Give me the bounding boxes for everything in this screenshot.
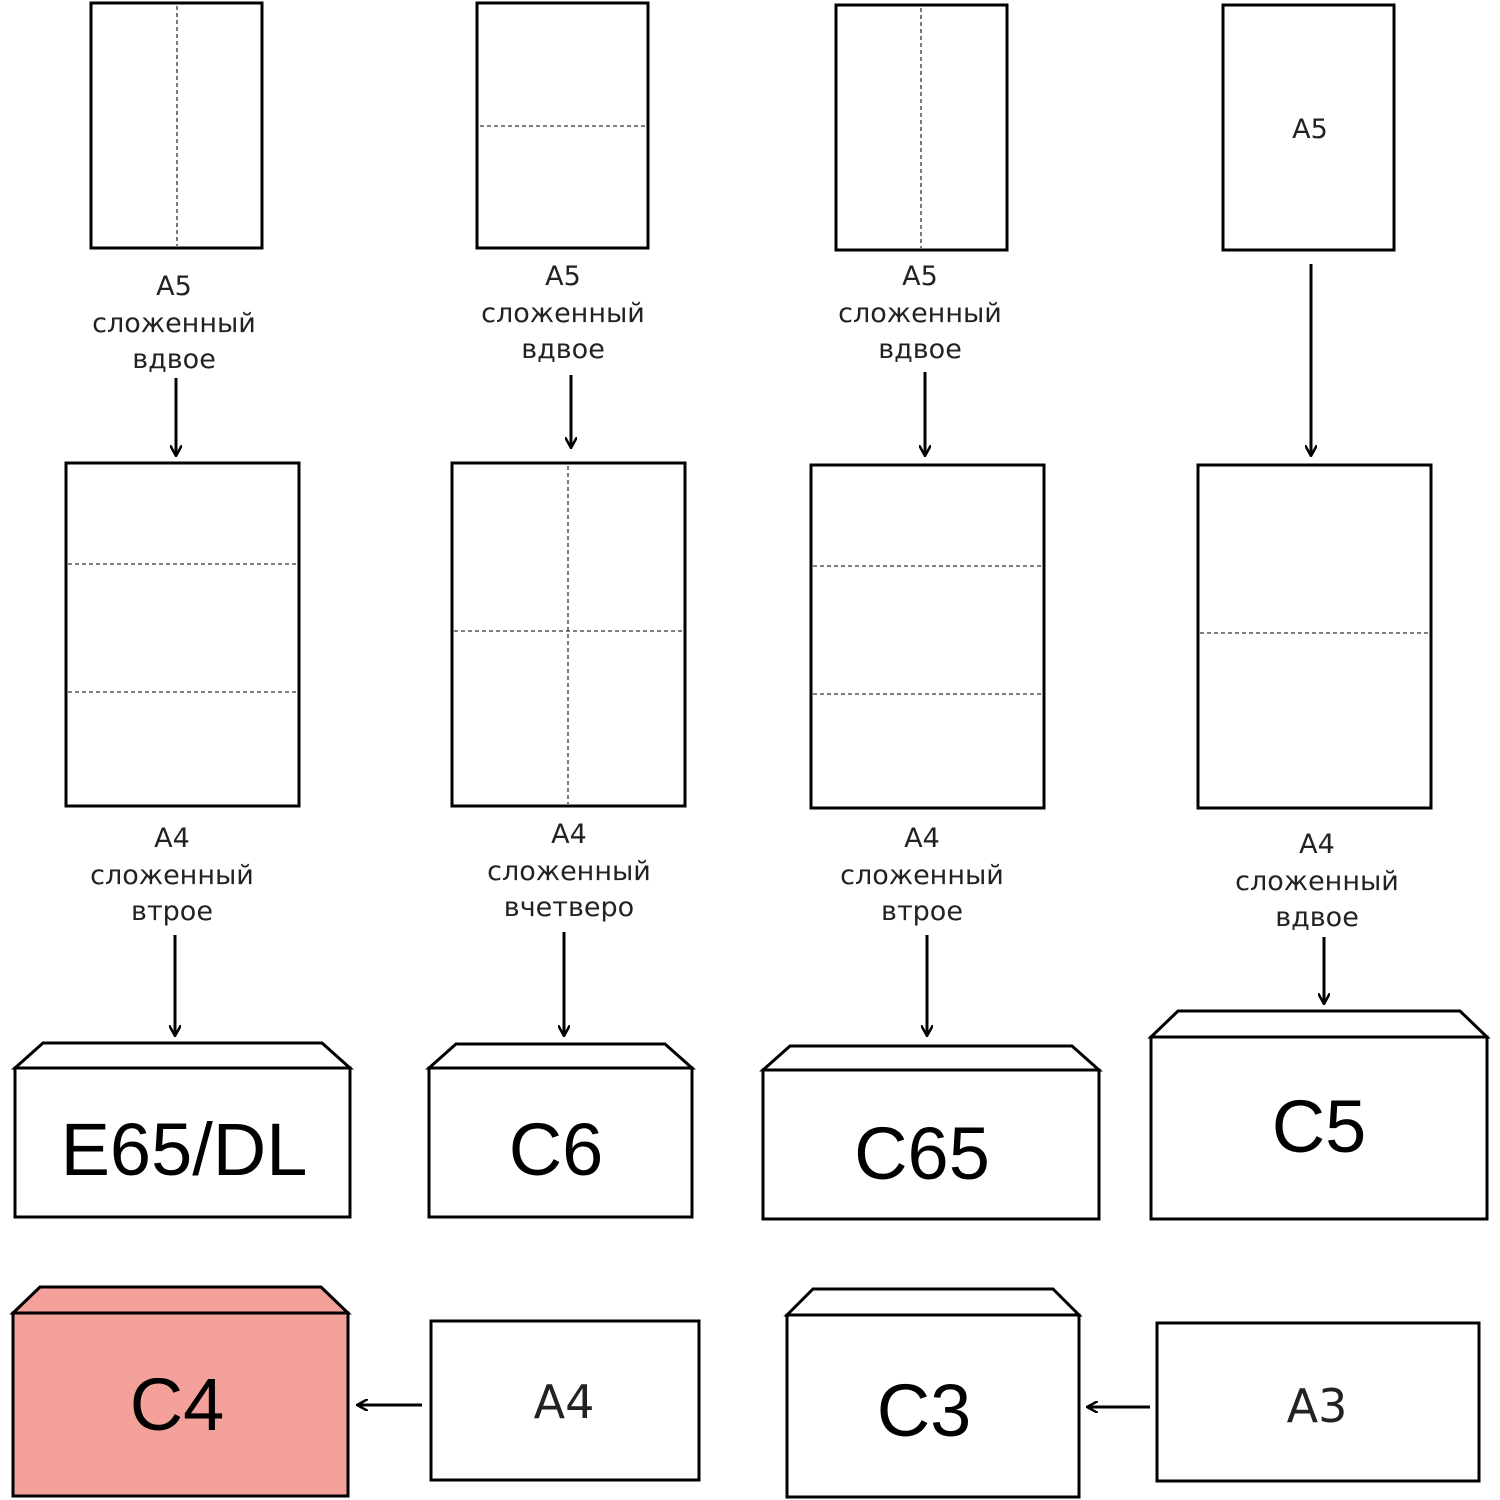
middle-caption-line-3: вдвое [1275, 902, 1359, 933]
envelope-body [1149, 1035, 1489, 1221]
middle-caption-line-1: A4 [154, 823, 190, 854]
top-caption-line-1: A5 [156, 271, 192, 302]
a4-sheet [64, 461, 301, 808]
envelope-body [11, 1311, 350, 1498]
envelope-label: C65 [854, 1112, 990, 1195]
envelope-label: C6 [509, 1108, 604, 1191]
row-c4-a4: C4 A4 [9, 1285, 701, 1498]
envelope-label: C5 [1272, 1085, 1367, 1168]
envelope-flap [1147, 1009, 1491, 1039]
middle-caption-line-2: сложенный [840, 860, 1004, 891]
sheet-label: A4 [534, 1375, 595, 1429]
a3-sheet [1155, 1321, 1481, 1483]
middle-caption-line-1: A4 [551, 819, 587, 850]
column-e65-dl: A5 сложенный вдвое A4 сложенный втрое E6… [11, 1, 354, 1219]
envelope-flap [11, 1041, 354, 1070]
envelope-c5: C5 [1147, 1009, 1491, 1221]
envelope-label: C4 [130, 1363, 225, 1446]
top-caption-line-2: сложенный [481, 298, 645, 329]
a4-sheet [1196, 463, 1433, 810]
envelope-flap [783, 1287, 1083, 1317]
envelope-body [13, 1066, 352, 1219]
top-caption-line-3: вдвое [878, 334, 962, 365]
top-caption-line-1: A5 [545, 261, 581, 292]
column-c6: A5 сложенный вдвое A4 сложенный вчетверо… [425, 1, 696, 1219]
a5-sheet-top [1221, 3, 1396, 252]
a4-sheet [809, 463, 1046, 810]
middle-caption-line-1: A4 [1299, 829, 1335, 860]
envelope-c65: C65 [759, 1044, 1103, 1221]
middle-caption-line-3: втрое [131, 896, 213, 927]
middle-caption-line-2: сложенный [487, 856, 651, 887]
envelope-e65-dl: E65/DL [11, 1041, 354, 1219]
middle-caption-line-2: сложенный [90, 860, 254, 891]
middle-caption-line-3: вчетверо [504, 892, 634, 923]
envelope-label: E65/DL [61, 1108, 308, 1191]
envelope-c4: C4 [9, 1285, 352, 1498]
top-caption-line-2: сложенный [838, 298, 1002, 329]
envelope-label: C3 [877, 1369, 972, 1452]
column-c5: A5 A4 сложенный вдвое C5 [1147, 3, 1491, 1221]
a5-sheet-top [475, 1, 650, 250]
top-caption-line-1: A5 [902, 261, 938, 292]
top-caption-line-3: вдвое [521, 334, 605, 365]
envelope-c3: C3 [783, 1287, 1083, 1499]
envelope-body [761, 1068, 1101, 1221]
row-c3-a3: C3 A3 [783, 1287, 1481, 1499]
a4-sheet [429, 1319, 701, 1482]
top-sheet-label: A5 [1292, 114, 1328, 145]
top-caption-line-3: вдвое [132, 344, 216, 375]
middle-caption-line-2: сложенный [1235, 866, 1399, 897]
envelope-flap [759, 1044, 1103, 1072]
envelope-c6: C6 [425, 1042, 696, 1219]
sheet-label: A3 [1287, 1379, 1348, 1433]
envelope-body [427, 1066, 694, 1219]
middle-caption-line-3: втрое [881, 896, 963, 927]
column-c65: A5 сложенный вдвое A4 сложенный втрое C6… [759, 3, 1103, 1221]
top-caption-line-2: сложенный [92, 308, 256, 339]
envelope-flap [9, 1285, 352, 1315]
middle-caption-line-1: A4 [904, 823, 940, 854]
envelope-body [785, 1313, 1081, 1499]
envelope-flap [425, 1042, 696, 1070]
